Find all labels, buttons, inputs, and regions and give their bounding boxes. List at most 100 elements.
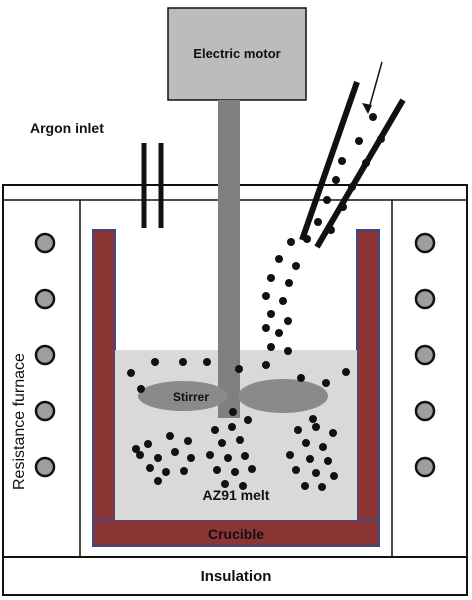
crucible-base: [92, 519, 380, 547]
heating-element-icon: [34, 288, 56, 310]
crucible-right-wall: [356, 229, 380, 521]
particle-dot-icon: [241, 452, 249, 460]
particle-dot-icon: [184, 437, 192, 445]
particle-dot-icon: [127, 369, 135, 377]
particle-dot-icon: [342, 368, 350, 376]
particle-dot-icon: [235, 365, 243, 373]
particle-dot-icon: [154, 454, 162, 462]
heating-element-icon: [34, 232, 56, 254]
particle-dot-icon: [294, 426, 302, 434]
particle-dot-icon: [244, 416, 252, 424]
particle-dot-icon: [267, 274, 275, 282]
particle-dot-icon: [319, 443, 327, 451]
particle-dot-icon: [284, 347, 292, 355]
heating-element-icon: [34, 344, 56, 366]
particle-dot-icon: [303, 235, 311, 243]
particle-dot-icon: [292, 262, 300, 270]
feed-tube-wall-lower: [314, 98, 406, 249]
stirrer-label: Stirrer: [173, 390, 209, 404]
particle-dot-icon: [306, 455, 314, 463]
crucible-label: Crucible: [208, 526, 264, 542]
particle-dot-icon: [162, 468, 170, 476]
reinforcement-particles: [127, 113, 385, 491]
heaters-right: [414, 232, 436, 478]
heating-element-icon: [34, 400, 56, 422]
particle-dot-icon: [324, 457, 332, 465]
particle-dot-icon: [206, 451, 214, 459]
argon-inlet-label: Argon inlet: [30, 120, 104, 136]
particle-dot-icon: [297, 374, 305, 382]
particle-dot-icon: [154, 477, 162, 485]
particle-dot-icon: [166, 432, 174, 440]
particle-dot-icon: [146, 464, 154, 472]
particle-dot-icon: [285, 279, 293, 287]
particle-dot-icon: [322, 379, 330, 387]
particle-dot-icon: [231, 468, 239, 476]
stirrer-blade-left: [138, 381, 228, 411]
particle-dot-icon: [355, 137, 363, 145]
particle-dot-icon: [211, 426, 219, 434]
particle-dot-icon: [323, 196, 331, 204]
particle-dot-icon: [301, 482, 309, 490]
particle-dot-icon: [338, 157, 346, 165]
particle-dot-icon: [369, 113, 377, 121]
particle-dot-icon: [330, 472, 338, 480]
particle-dot-icon: [318, 483, 326, 491]
particle-dot-icon: [187, 454, 195, 462]
particle-dot-icon: [286, 451, 294, 459]
particle-dot-icon: [377, 135, 385, 143]
particle-dot-icon: [136, 451, 144, 459]
particle-dot-icon: [332, 176, 340, 184]
particle-dot-icon: [267, 343, 275, 351]
particle-dot-icon: [218, 439, 226, 447]
particle-dot-icon: [287, 238, 295, 246]
particle-dot-icon: [221, 480, 229, 488]
particle-dot-icon: [327, 226, 335, 234]
particle-dot-icon: [171, 448, 179, 456]
particle-dot-icon: [339, 203, 347, 211]
particle-dot-icon: [213, 466, 221, 474]
particle-dot-icon: [262, 324, 270, 332]
particle-dot-icon: [329, 429, 337, 437]
heating-element-icon: [414, 344, 436, 366]
particle-dot-icon: [348, 183, 356, 191]
insulation-band: [2, 556, 468, 596]
stirrer-shaft: [218, 100, 240, 418]
stirrer-blade-right: [238, 379, 328, 413]
particle-dot-icon: [236, 436, 244, 444]
particle-dot-icon: [284, 317, 292, 325]
arrow-icon: [362, 61, 383, 114]
particle-dot-icon: [309, 415, 317, 423]
particle-dot-icon: [239, 482, 247, 490]
particle-dot-icon: [132, 445, 140, 453]
particle-dot-icon: [267, 310, 275, 318]
particle-dot-icon: [224, 454, 232, 462]
particle-dot-icon: [203, 358, 211, 366]
insulation-label: Insulation: [201, 568, 272, 585]
particle-dot-icon: [137, 385, 145, 393]
crucible-left-wall: [92, 229, 116, 521]
particle-dot-icon: [279, 297, 287, 305]
particle-dot-icon: [314, 218, 322, 226]
motor-label: Electric motor: [193, 46, 280, 61]
particle-dot-icon: [292, 466, 300, 474]
particle-dot-icon: [179, 358, 187, 366]
melt-label: AZ91 melt: [203, 487, 270, 503]
electric-motor: [167, 7, 307, 101]
particle-dot-icon: [275, 255, 283, 263]
heating-element-icon: [34, 456, 56, 478]
particle-dot-icon: [180, 467, 188, 475]
particle-dot-icon: [262, 292, 270, 300]
particle-dot-icon: [312, 469, 320, 477]
furnace-label: Resistance furnace: [11, 353, 28, 490]
particle-dot-icon: [275, 329, 283, 337]
particle-dot-icon: [262, 361, 270, 369]
heating-element-icon: [414, 400, 436, 422]
heating-element-icon: [414, 232, 436, 254]
particle-dot-icon: [312, 423, 320, 431]
particle-dot-icon: [362, 159, 370, 167]
particle-dot-icon: [144, 440, 152, 448]
particle-dot-icon: [302, 439, 310, 447]
particle-dot-icon: [151, 358, 159, 366]
